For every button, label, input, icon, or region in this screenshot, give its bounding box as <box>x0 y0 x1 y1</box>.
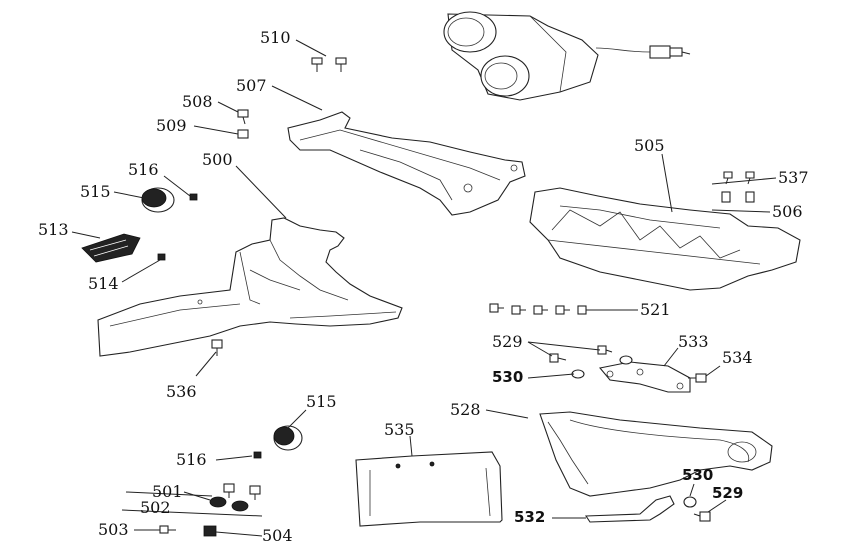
label-536: 536 <box>166 382 197 401</box>
label-508: 508 <box>182 92 213 111</box>
instrument-cluster <box>443 11 691 101</box>
label-515-bottom: 515 <box>306 392 337 411</box>
label-521: 521 <box>640 300 671 319</box>
label-529-top: 529 <box>492 332 523 351</box>
hardware-parts <box>157 57 755 537</box>
side-cover-528 <box>539 411 773 497</box>
label-533: 533 <box>678 332 709 351</box>
label-532: 532 <box>514 508 546 526</box>
bracket-533 <box>598 361 691 393</box>
label-501: 501 <box>152 482 183 501</box>
label-510: 510 <box>260 28 291 47</box>
label-516-top: 516 <box>128 160 159 179</box>
label-537: 537 <box>778 168 809 187</box>
lamp-515-top <box>141 187 175 213</box>
label-502: 502 <box>140 498 171 517</box>
leader-lines <box>71 39 777 537</box>
lamp-515-bottom <box>273 425 303 451</box>
label-513: 513 <box>38 220 69 239</box>
label-509: 509 <box>156 116 187 135</box>
headlight-bracket-507 <box>287 111 526 216</box>
label-529-bottom: 529 <box>712 484 744 502</box>
label-503: 503 <box>98 520 129 539</box>
label-534: 534 <box>722 348 753 367</box>
label-507: 507 <box>236 76 267 95</box>
label-530-bottom: 530 <box>682 466 714 484</box>
label-528: 528 <box>450 400 481 419</box>
label-506: 506 <box>772 202 803 221</box>
label-516-bottom: 516 <box>176 450 207 469</box>
label-530-top: 530 <box>492 368 524 386</box>
label-505: 505 <box>634 136 665 155</box>
rear-fender-500 <box>97 217 403 357</box>
bracket-532 <box>584 495 675 523</box>
label-504: 504 <box>262 526 293 545</box>
label-535: 535 <box>384 420 415 439</box>
headlight-cowl-505 <box>529 187 801 291</box>
reflector-513 <box>81 233 141 263</box>
label-500: 500 <box>202 150 233 169</box>
label-514: 514 <box>88 274 119 293</box>
label-515-top: 515 <box>80 182 111 201</box>
license-plate-535 <box>355 451 503 527</box>
